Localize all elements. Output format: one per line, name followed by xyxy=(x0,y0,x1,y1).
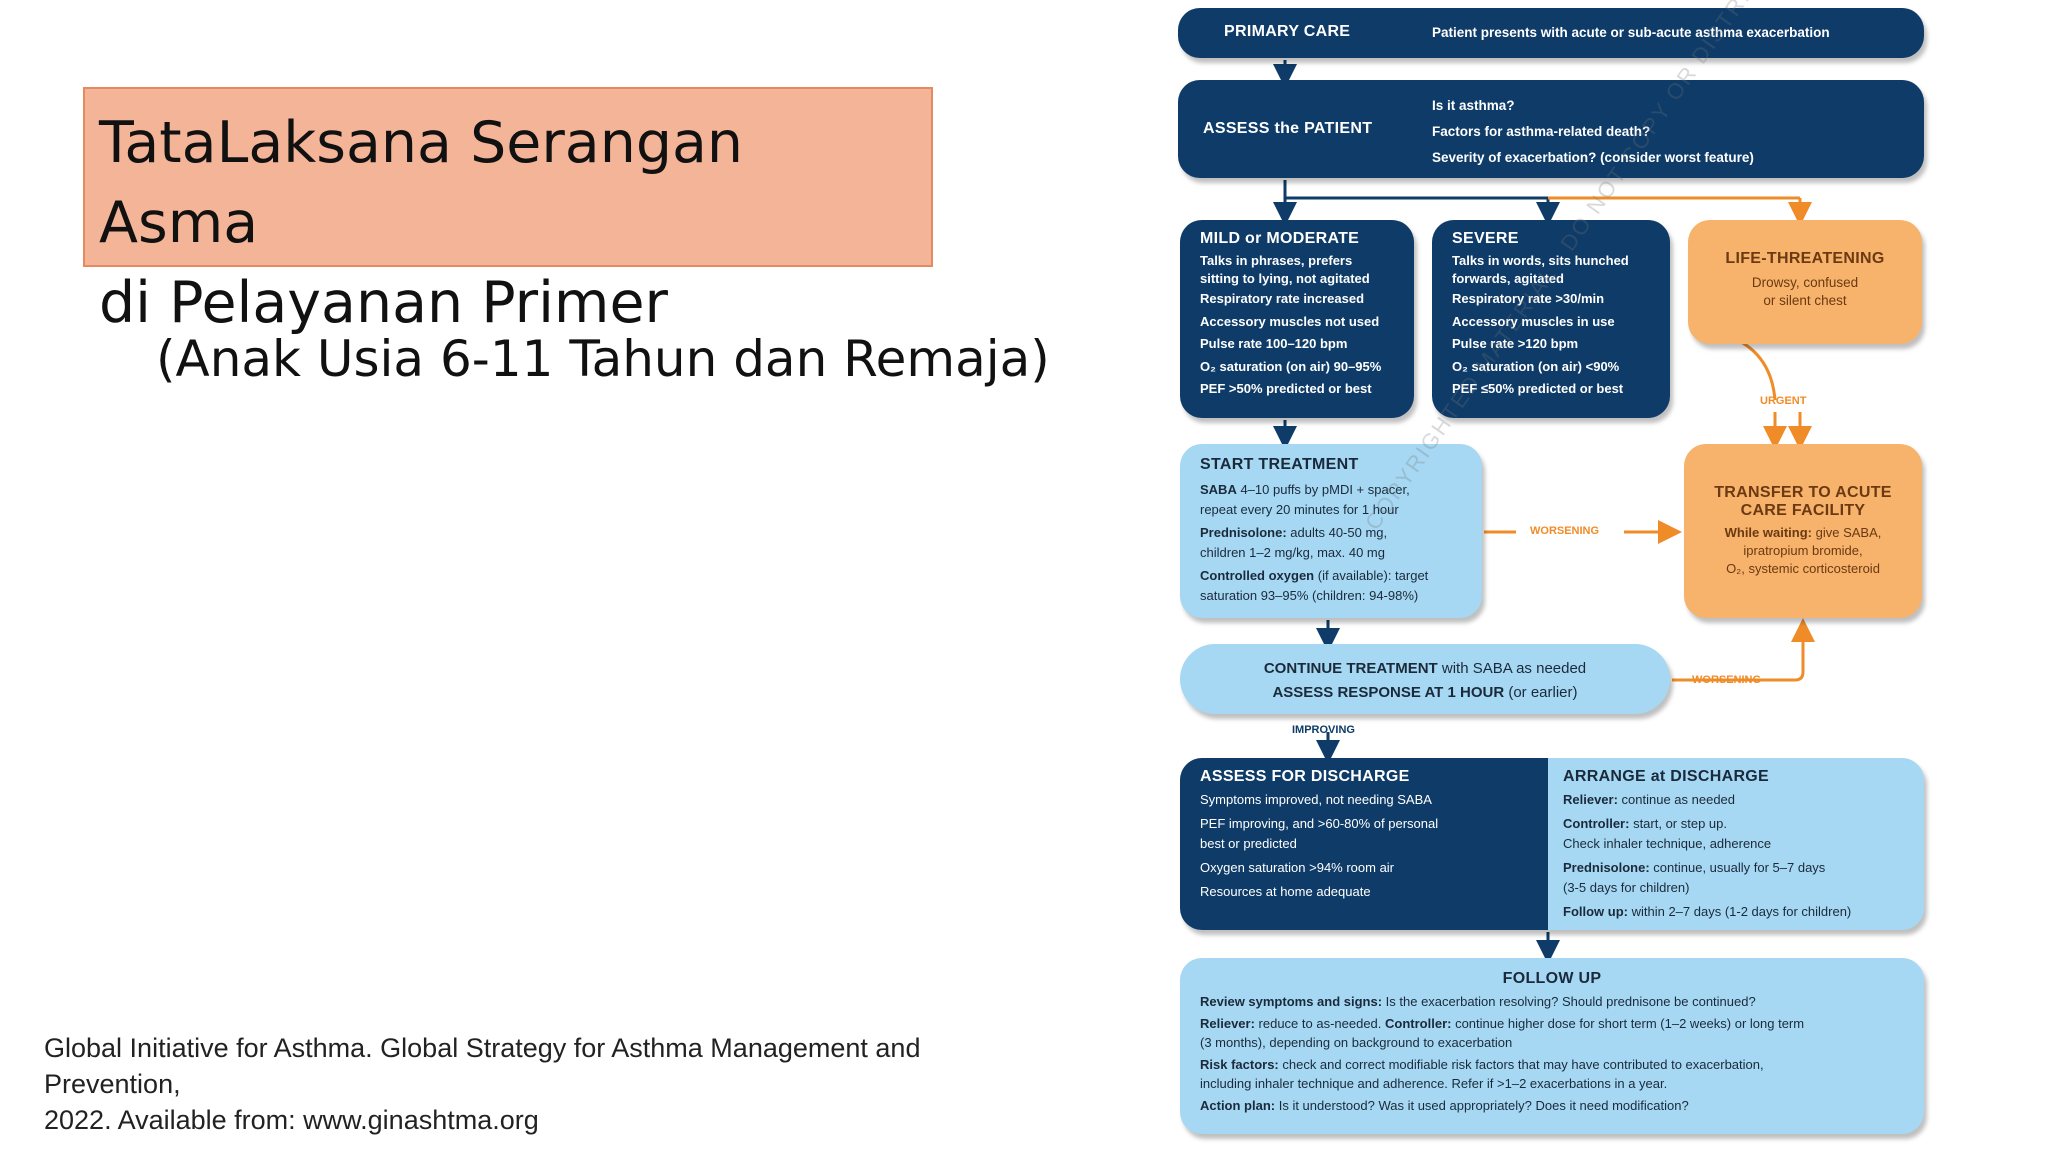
citation: Global Initiative for Asthma. Global Str… xyxy=(44,1030,1064,1138)
criterion: Respiratory rate >30/min xyxy=(1452,291,1605,306)
criterion: best or predicted xyxy=(1200,836,1297,851)
life-threatening-box: LIFE-THREATENING Drowsy, confused or sil… xyxy=(1688,220,1922,344)
improving-label: IMPROVING xyxy=(1292,724,1355,736)
criterion: PEF >50% predicted or best xyxy=(1200,381,1372,396)
criterion: Resources at home adequate xyxy=(1200,884,1371,899)
title-box: TataLaksana Serangan Asma di Pelayanan P… xyxy=(83,87,933,336)
citation-line-1: Global Initiative for Asthma. Global Str… xyxy=(44,1033,921,1099)
criterion: Accessory muscles in use xyxy=(1452,313,1615,329)
criterion: or silent chest xyxy=(1763,293,1847,308)
criterion: Drowsy, confused xyxy=(1751,275,1859,290)
mild-moderate-box: MILD or MODERATE Talks in phrases, prefe… xyxy=(1180,220,1414,418)
criterion: forwards, agitated xyxy=(1452,271,1564,286)
criterion: PEF improving, and >60-80% of personal xyxy=(1200,816,1439,831)
criterion: O₂ saturation (on air) <90% xyxy=(1452,358,1620,374)
criterion: PEF ≤50% predicted or best xyxy=(1452,381,1624,396)
worsening-label: WORSENING xyxy=(1530,525,1600,537)
transfer-label-line-2: CARE FACILITY xyxy=(1740,502,1866,519)
criterion: Pulse rate >120 bpm xyxy=(1452,336,1579,351)
arrange-discharge-panel: ARRANGE at DISCHARGE Reliever: continue … xyxy=(1563,768,1852,919)
severe-label: SEVERE xyxy=(1452,230,1519,247)
criterion: Oxygen saturation >94% room air xyxy=(1200,860,1395,875)
criterion: Talks in phrases, prefers xyxy=(1200,253,1353,268)
assess-question: Severity of exacerbation? (consider wors… xyxy=(1432,150,1754,165)
criterion: Symptoms improved, not needing SABA xyxy=(1200,792,1432,807)
follow-up-box: FOLLOW UP Review symptoms and signs: Is … xyxy=(1180,958,1924,1134)
criterion: sitting to lying, not agitated xyxy=(1200,271,1370,286)
criterion: Talks in words, sits hunched xyxy=(1452,253,1629,268)
primary-care-box: PRIMARY CARE Patient presents with acute… xyxy=(1178,8,1924,58)
criterion: Accessory muscles not used xyxy=(1200,313,1380,329)
discharge-box: ASSESS FOR DISCHARGE Symptoms improved, … xyxy=(1180,758,1924,930)
primary-care-text: Patient presents with acute or sub-acute… xyxy=(1432,25,1830,40)
follow-up-label: FOLLOW UP xyxy=(1502,970,1602,987)
mild-moderate-label: MILD or MODERATE xyxy=(1200,230,1360,247)
citation-line-2: 2022. Available from: www.ginashtma.org xyxy=(44,1105,539,1135)
severe-box: SEVERE Talks in words, sits hunched forw… xyxy=(1432,220,1670,418)
continue-treatment-box: CONTINUE TREATMENT with SABA as needed A… xyxy=(1180,644,1670,714)
transfer-box: TRANSFER TO ACUTE CARE FACILITY While wa… xyxy=(1684,444,1922,618)
assess-discharge-label: ASSESS FOR DISCHARGE xyxy=(1200,768,1410,785)
criterion: O₂ saturation (on air) 90–95% xyxy=(1200,358,1382,374)
arrange-discharge-label: ARRANGE at DISCHARGE xyxy=(1563,768,1770,785)
urgent-label: URGENT xyxy=(1760,395,1807,407)
criterion: Respiratory rate increased xyxy=(1200,291,1365,306)
assess-patient-box: ASSESS the PATIENT Is it asthma? Factors… xyxy=(1178,80,1924,178)
assess-question: Is it asthma? xyxy=(1432,98,1515,113)
criterion: Pulse rate 100–120 bpm xyxy=(1200,336,1348,351)
title-line-2: di Pelayanan Primer xyxy=(99,270,668,336)
title-line-1: TataLaksana Serangan Asma xyxy=(99,110,744,256)
assess-discharge-panel: ASSESS FOR DISCHARGE Symptoms improved, … xyxy=(1180,758,1548,930)
start-treatment-box: START TREATMENT SABA 4–10 puffs by pMDI … xyxy=(1180,444,1482,618)
start-treatment-label: START TREATMENT xyxy=(1200,456,1359,473)
subtitle: (Anak Usia 6-11 Tahun dan Remaja) xyxy=(156,330,1050,388)
transfer-label-line-1: TRANSFER TO ACUTE xyxy=(1714,484,1892,501)
assess-patient-questions: Is it asthma? Factors for asthma-related… xyxy=(1432,93,1754,171)
primary-care-label: PRIMARY CARE xyxy=(1224,23,1351,40)
life-threatening-label: LIFE-THREATENING xyxy=(1725,250,1885,267)
assess-patient-label: ASSESS the PATIENT xyxy=(1203,120,1373,137)
worsening-label: WORSENING xyxy=(1692,674,1762,686)
assess-question: Factors for asthma-related death? xyxy=(1432,124,1651,139)
